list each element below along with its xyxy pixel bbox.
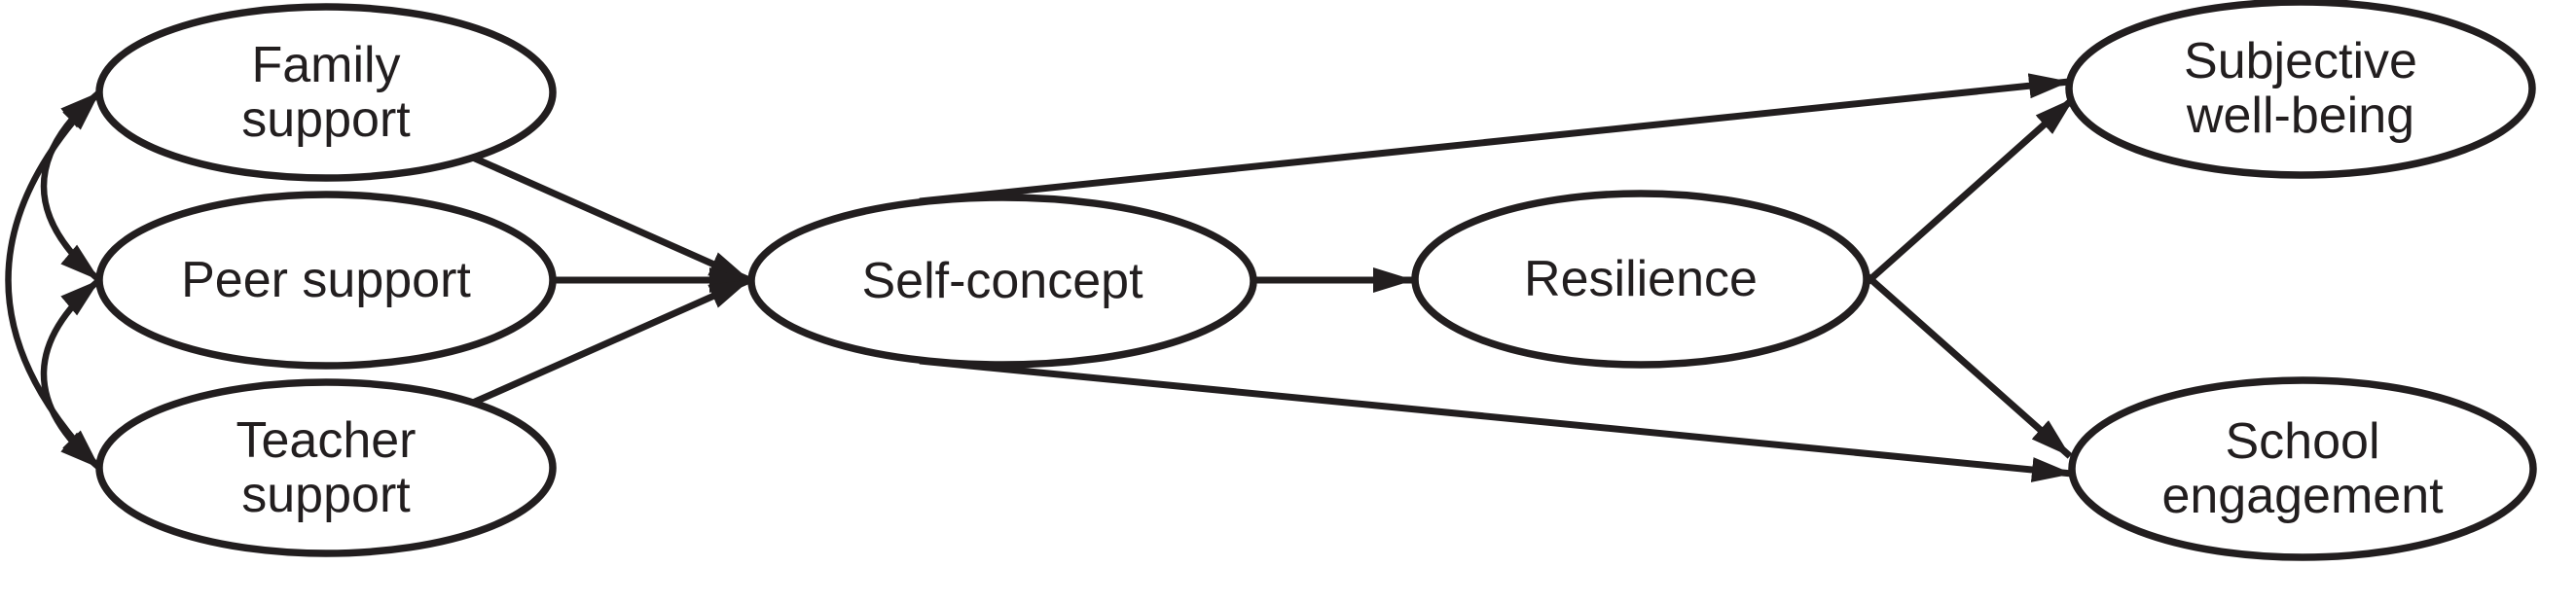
- arrow-resilience-to-subjective-well-being: [1858, 95, 2077, 291]
- node-school-engagement-label-line-1: School: [2226, 413, 2380, 470]
- node-teacher-support-ellipse: [95, 378, 557, 557]
- node-peer-support-label: Peer support: [181, 252, 471, 308]
- node-subjective-well-being-ellipse: [2065, 0, 2536, 179]
- node-resilience-ellipse: [1411, 190, 1870, 369]
- node-peer-support-label-line-1: Peer support: [181, 252, 471, 308]
- node-school-engagement-label-line-2: engagement: [2161, 468, 2444, 524]
- node-peer-support-ellipse: [95, 191, 557, 370]
- node-subjective-well-being-label-line-2: well-being: [2186, 88, 2414, 144]
- node-family-support-label-line-2: support: [241, 91, 411, 148]
- arrow-resilience-to-school-engagement: [1858, 267, 2073, 459]
- node-self-concept-ellipse: [747, 194, 1257, 369]
- arrow-self-concept-to-subjective-well-being: [919, 73, 2070, 205]
- arrow-teacher-to-self-concept: [471, 276, 751, 407]
- node-teacher-support-label-line-2: support: [241, 467, 411, 523]
- covariance-arc-family-teacher-covariance: [5, 89, 102, 471]
- node-resilience-label-line-1: Resilience: [1524, 251, 1758, 307]
- node-self-concept-label: Self-concept: [861, 253, 1143, 309]
- node-family-support-ellipse: [95, 3, 557, 182]
- arrow-family-to-self-concept: [471, 154, 751, 284]
- node-teacher-support-label-line-1: Teacher: [236, 412, 417, 469]
- arrow-self-concept-to-school-engagement: [919, 357, 2073, 482]
- node-resilience-label: Resilience: [1524, 251, 1758, 307]
- node-self-concept-label-line-1: Self-concept: [861, 253, 1143, 309]
- node-school-engagement-ellipse: [2068, 376, 2537, 561]
- node-subjective-well-being-label-line-1: Subjective: [2184, 33, 2417, 89]
- node-family-support-label-line-1: Family: [251, 37, 400, 93]
